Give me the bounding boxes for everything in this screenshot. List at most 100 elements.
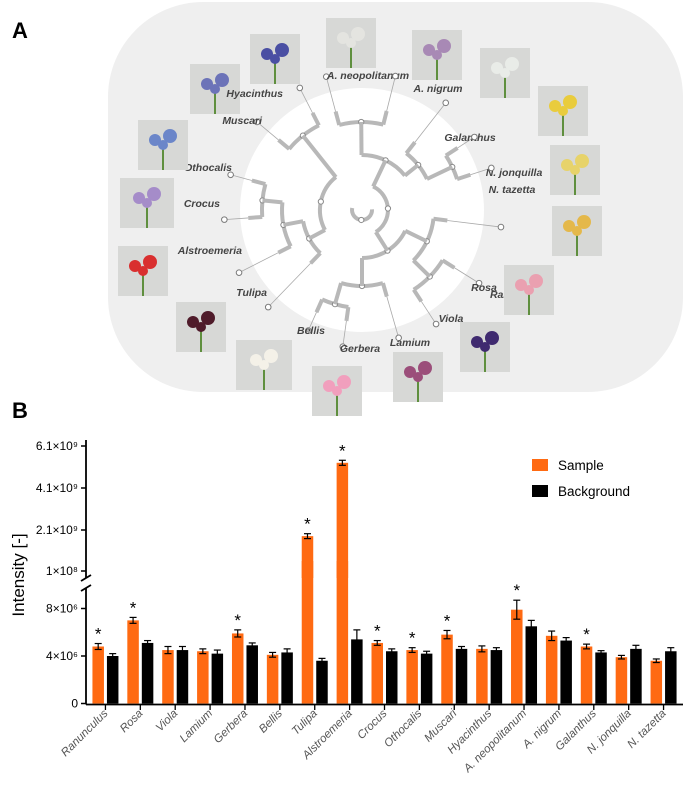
tree-branch [251, 178, 266, 187]
photo-bloom [471, 336, 483, 348]
tree-branch [309, 251, 322, 265]
tree-root-node [358, 216, 365, 224]
photo-bloom [575, 154, 589, 168]
tree-leader-line [256, 121, 279, 141]
photo-stem [274, 56, 276, 84]
axis-break-mark [80, 574, 92, 582]
tree-branch [277, 138, 291, 151]
purple-allium-icon [412, 30, 462, 80]
tree-branch [301, 134, 338, 179]
photo-bloom [332, 386, 342, 396]
blue-scilla-icon [138, 120, 188, 170]
x-tick-label: Crocus [355, 707, 389, 741]
photo-stem [436, 52, 438, 80]
tazetta-narcissus-icon [550, 145, 600, 195]
x-tick-label: A. neopolitanum [461, 707, 529, 775]
photo-bloom [563, 220, 575, 232]
photo-bloom [577, 215, 591, 229]
background-bar [281, 652, 293, 704]
photo-bloom [491, 62, 503, 74]
tree-branch [374, 230, 390, 252]
legend-swatch-background [532, 485, 548, 497]
photo-stem [350, 40, 352, 68]
photo-bloom [561, 159, 573, 171]
tree-leader-line [307, 312, 317, 331]
tree-leader-line [454, 267, 480, 284]
sample-bar [231, 633, 244, 704]
y-tick-label: 8×10⁶ [46, 602, 78, 616]
bar-chart-panel: 04×10⁶8×10⁶1×10⁸2.1×10⁹4.1×10⁹6.1×10⁹Int… [9, 439, 683, 776]
photo-stem [214, 86, 216, 114]
tree-tip [235, 269, 243, 276]
tree-branch [444, 146, 459, 158]
taxon-label: Galanthus [444, 132, 496, 144]
taxon-label: Rosa [471, 282, 497, 294]
taxon-label: Crocus [184, 198, 220, 210]
sample-bar [650, 660, 663, 704]
photo-bloom [250, 354, 262, 366]
background-bar [595, 652, 607, 704]
red-alstroemeria-icon [118, 246, 168, 296]
photo-stem [336, 388, 338, 416]
photo-bloom [549, 100, 561, 112]
sample-bar [615, 657, 628, 704]
photo-bloom [480, 342, 490, 352]
photo-stem [504, 70, 506, 98]
photo-bloom [196, 322, 206, 332]
background-bar [246, 645, 258, 704]
tree-leader-line [238, 252, 279, 274]
sample-bar [127, 620, 139, 704]
tree-branch [404, 140, 417, 155]
x-tick-label: Bellis [257, 707, 285, 735]
daisy-icon [236, 340, 292, 390]
photo-bloom [418, 361, 432, 375]
photo-bloom [129, 260, 141, 272]
significance-star: * [444, 611, 451, 630]
photo-bloom [210, 84, 220, 94]
background-bar [560, 640, 572, 704]
tree-branch [344, 306, 351, 322]
tree-leader-line [325, 76, 336, 112]
sample-bar [301, 536, 314, 578]
photo-bloom [323, 380, 335, 392]
significance-star: * [234, 611, 241, 630]
tree-leader-line [457, 136, 475, 149]
yellow-narcissus-icon [538, 86, 588, 136]
tree-branch [371, 159, 388, 188]
photo-stem [263, 362, 265, 390]
tree-branch [441, 258, 456, 270]
taxon-label: Gerbera [340, 343, 380, 355]
tree-branch [333, 282, 343, 305]
photo-bloom [163, 129, 177, 143]
x-tick-label: Rosa [118, 708, 145, 735]
background-bar [420, 653, 433, 704]
tree-leader-line [447, 220, 502, 228]
x-tick-label: Gerbera [212, 708, 250, 746]
sample-bar [406, 650, 418, 704]
tree-branch [308, 228, 326, 241]
background-bar [106, 656, 119, 704]
y-axis-label: Intensity [-] [9, 533, 28, 616]
tree-branch [411, 259, 432, 279]
tree-branch [262, 198, 283, 205]
photo-bloom [138, 266, 148, 276]
tree-tip [488, 164, 495, 172]
taxon-label: A. neopolitanum [326, 70, 409, 82]
sample-bar [336, 462, 349, 578]
photo-bloom [201, 311, 215, 325]
background-bar [490, 650, 503, 704]
sample-bar [545, 635, 558, 704]
background-bar [176, 650, 189, 704]
tree-leader-line [470, 167, 492, 176]
taxon-label: Alstroemeria [177, 245, 242, 257]
photo-bloom [570, 165, 580, 175]
photo-bloom [524, 285, 534, 295]
photo-stem [528, 287, 530, 315]
sample-bar [371, 642, 383, 704]
tree-tip [395, 334, 402, 342]
photo-bloom [142, 198, 152, 208]
tree-branch [433, 216, 448, 223]
tree-branch [248, 214, 263, 220]
